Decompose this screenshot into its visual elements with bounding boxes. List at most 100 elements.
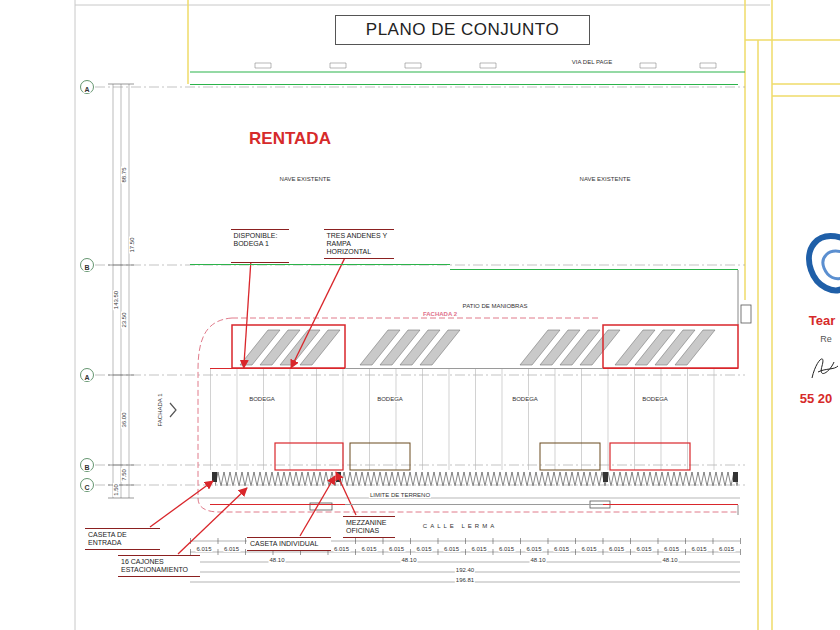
dimension: 6.015 [360,546,377,552]
mezzanine-box [350,443,410,470]
facade-label: FACHADA 1 [157,392,163,427]
label-holder: 192.40 [455,558,475,576]
dimension: 6.015 [635,546,652,552]
callout-box: CASETA DE ENTRADA [85,528,160,550]
boundary-label: LIMITE DE TERRENO [369,492,431,498]
dimension: 48.10 [529,557,546,563]
dimension: 6.015 [333,546,350,552]
dimension: 6.015 [608,546,625,552]
gate-symbol [741,305,751,323]
sheet-border [75,0,76,630]
label-holder: 6.015 [360,537,377,555]
warehouse-bay: BODEGA [345,368,473,505]
maneuver-path [198,318,738,512]
label-holder: 1.50 [104,483,122,497]
label-holder: 6.015 [580,537,597,555]
dimension: 6.015 [498,546,515,552]
grid-bubble [81,479,94,492]
grid-bubble [81,369,94,382]
grid-letter: C [83,484,90,491]
label-holder: A [83,78,90,96]
title-text: PLANO DE CONJUNTO [366,20,559,39]
title-box: PLANO DE CONJUNTO [335,15,590,45]
loading-dock [520,330,620,365]
area-label: NAVE EXISTENTE [579,176,632,182]
label-holder: CALLE LERMA [422,514,498,532]
facade-marker [170,403,176,417]
dimension: 88.75 [121,166,127,183]
street-name: CALLE LERMA [422,523,498,529]
ramp-outline [232,325,345,368]
dimension: 48.10 [661,557,678,563]
dimension: 6.015 [415,546,432,552]
signature [812,359,838,378]
label-holder: 6.015 [608,537,625,555]
label-holder: 6.015 [635,537,652,555]
grid-letter: A [83,374,90,381]
text-holder: NAVE EXISTENTE [579,175,632,183]
label-holder: 48.10 [268,548,285,566]
warehouse-bay: BODEGA [473,368,603,505]
dimension: 6.015 [223,546,240,552]
label-holder: 6.015 [498,537,515,555]
mezzanine-box [610,443,690,470]
label-holder: FACHADA 1 [148,392,166,427]
dimension: 48.10 [268,557,285,563]
label-holder: 6.015 [470,537,487,555]
phone-number: 55 20 [799,392,834,405]
dimension: 6.015 [443,546,460,552]
dimension: 1.50 [113,483,119,497]
label-holder: 55 20 [799,389,834,407]
logo-swoosh [809,236,840,290]
loading-dock [360,330,460,365]
logo-text: Tear [808,314,837,327]
callout-box: DISPONIBLE: BODEGA 1 [231,229,289,263]
label-holder: 6.015 [525,537,542,555]
existing-warehouse: DISPONIBLE: BODEGA 1 TRES ANDENES Y RAMPA… [190,84,450,265]
label-holder: 6.015 [195,537,212,555]
street-name: VIA DEL PAGE [571,59,613,65]
label-holder: 196.81 [455,568,475,586]
mezzanine-box [275,443,343,470]
loading-dock [615,330,715,365]
label-holder: B [83,256,90,274]
road-line [190,71,745,72]
label-holder: 48.10 [529,548,546,566]
area-label: BODEGA [641,396,669,402]
dimension: 6.015 [690,546,707,552]
dimension: 196.81 [455,577,475,583]
text-holder: BODEGA [376,395,404,403]
dimension: 6.015 [525,546,542,552]
leader-arrow [300,476,335,536]
grid-letter: B [83,264,90,271]
callout-text: DISPONIBLE: BODEGA 1 [234,232,286,248]
label-holder: 23.50 [112,311,130,328]
label-holder: FACHADA 2 [422,302,458,320]
label-holder: 17.50 [120,236,138,253]
leader-arrow [178,488,247,554]
mezzanine-box [540,443,600,470]
parking-strip [215,472,738,486]
area-label: PATIO DE MANIOBRAS [462,303,529,309]
logo-swoosh [823,251,840,279]
dimension: 6.015 [388,546,405,552]
label-holder: C [83,476,90,494]
dimension: 7.50 [121,468,127,482]
label-holder: PATIO DE MANIOBRAS [462,294,529,312]
dimension: 6.015 [580,546,597,552]
label-holder: 36.00 [112,411,130,428]
logo-text: Re [819,335,833,344]
ramp-outline [603,325,738,368]
text-holder: BODEGA [511,395,539,403]
label-holder: 48.10 [400,548,417,566]
callout-box: TRES ANDENES Y RAMPA HORIZONTAL [324,229,394,259]
label-holder: 6.015 [690,537,707,555]
text-holder: RENTADA [248,130,332,147]
street-line [188,0,840,630]
callout-text: CASETA DE ENTRADA [88,531,157,547]
label-holder: Tear [808,311,837,329]
grid-bubble [81,81,94,94]
grid-line [95,87,745,485]
label-holder: 6.015 [663,537,680,555]
leader-arrow [336,472,356,515]
